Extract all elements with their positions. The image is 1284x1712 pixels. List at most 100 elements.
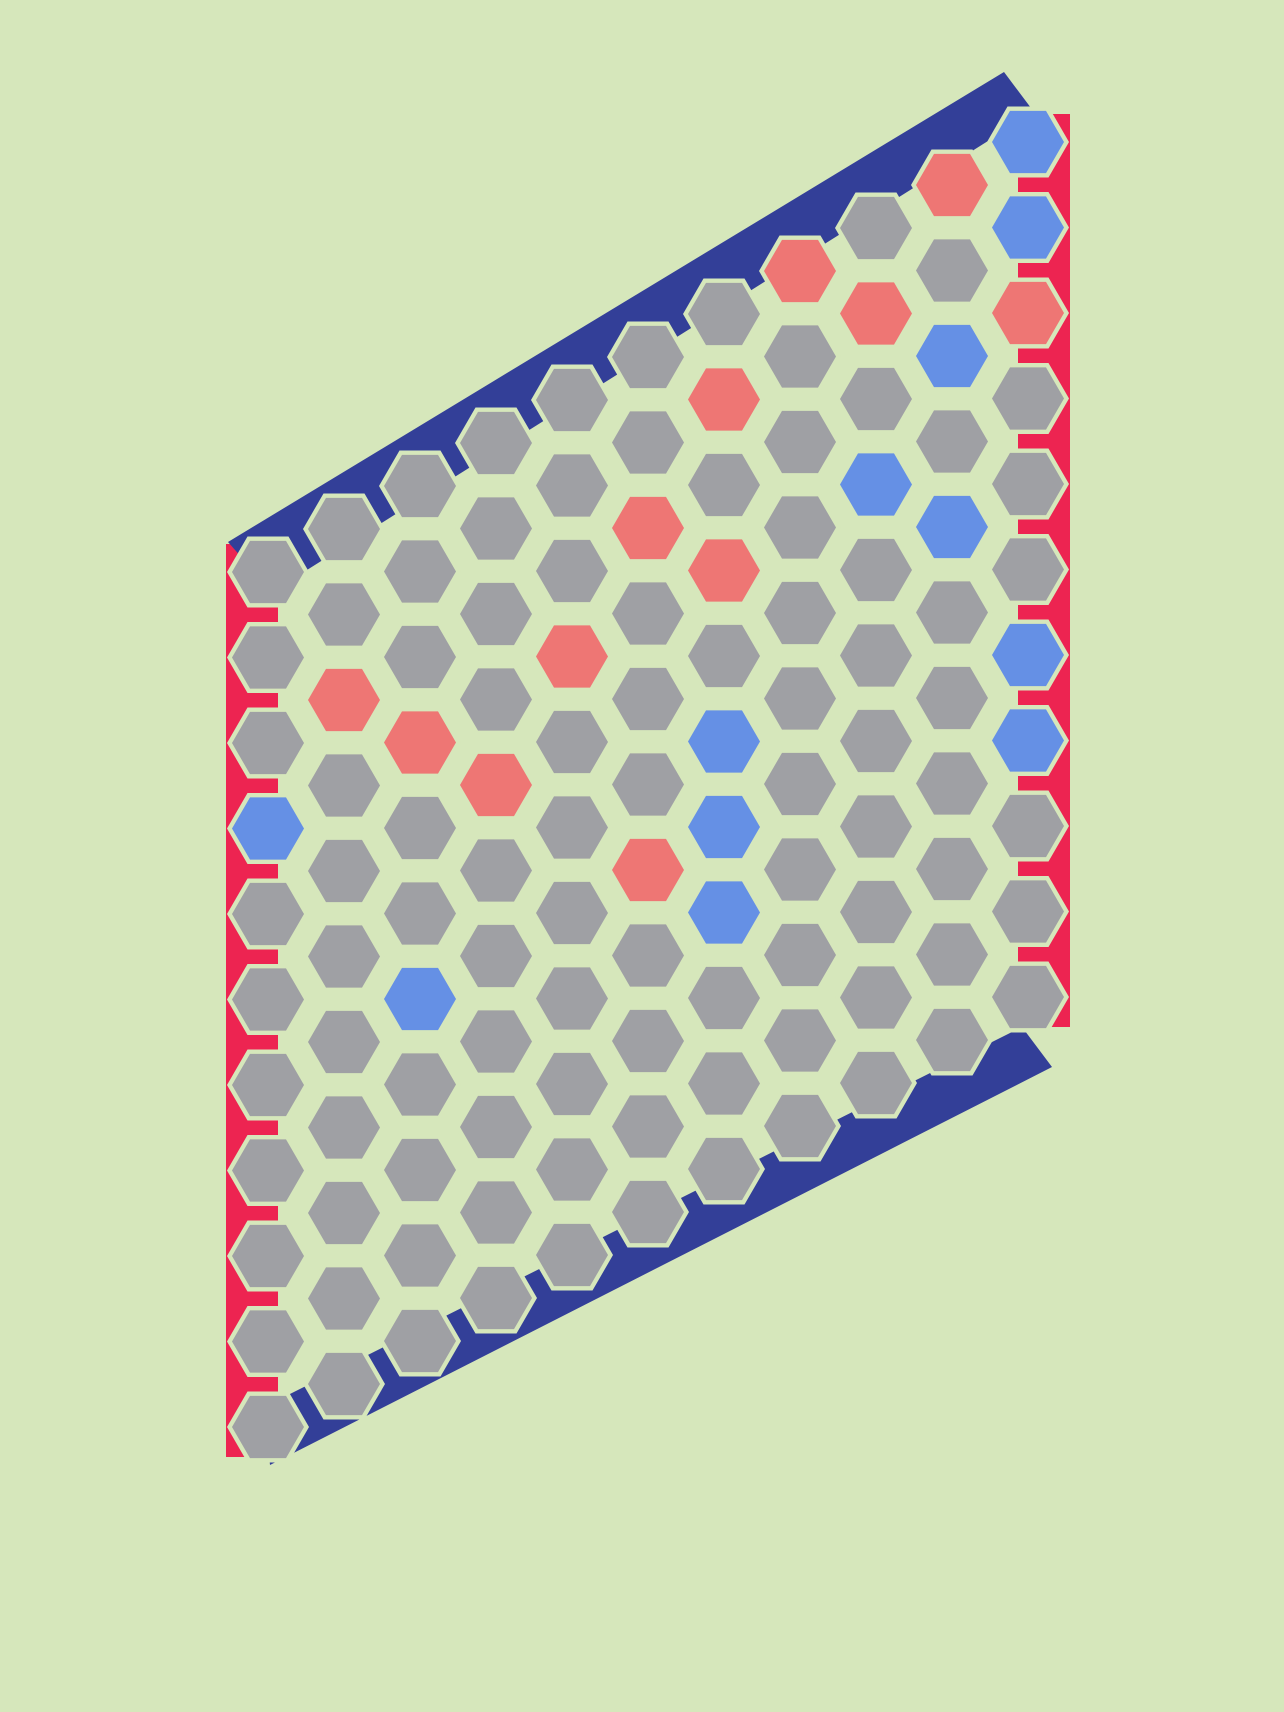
hex-cell-empty[interactable] [840,538,912,602]
hex-cell-blue-stone[interactable] [992,110,1064,174]
hex-cell-red-stone[interactable] [612,838,684,902]
hex-cell-empty[interactable] [232,626,304,689]
hex-cell-empty[interactable] [840,624,912,687]
hex-cell-empty[interactable] [764,410,836,474]
hex-cell-empty[interactable] [536,796,608,859]
hex-cell-empty[interactable] [764,752,836,816]
hex-cell-empty[interactable] [916,752,988,815]
hex-cell-red-stone[interactable] [688,368,760,431]
hex-cell-red-stone[interactable] [688,539,760,602]
hex-cell-empty[interactable] [232,1310,304,1373]
hex-cell-empty[interactable] [840,795,912,858]
hex-cell-empty[interactable] [536,539,608,603]
hex-cell-empty[interactable] [992,794,1064,858]
hex-cell-empty[interactable] [992,965,1064,1029]
hex-cell-empty[interactable] [232,882,304,946]
hex-cell-empty[interactable] [460,411,532,475]
hex-cell-empty[interactable] [688,1052,760,1115]
hex-cell-empty[interactable] [612,1180,684,1244]
hex-cell-empty[interactable] [688,1137,760,1201]
hex-cell-empty[interactable] [232,968,304,1031]
hex-cell-blue-stone[interactable] [916,495,988,559]
hex-cell-empty[interactable] [916,410,988,473]
hex-cell-empty[interactable] [232,540,304,604]
hex-cell-empty[interactable] [308,925,380,988]
hex-cell-empty[interactable] [612,753,684,816]
hex-cell-empty[interactable] [308,1010,380,1074]
hex-cell-empty[interactable] [916,581,988,644]
hex-cell-empty[interactable] [840,196,912,260]
hex-cell-empty[interactable] [232,1139,304,1202]
hex-cell-empty[interactable] [764,581,836,645]
hex-cell-empty[interactable] [992,452,1064,516]
hex-cell-empty[interactable] [840,966,912,1029]
hex-cell-red-stone[interactable] [308,668,380,732]
hex-cell-blue-stone[interactable] [688,881,760,944]
hex-cell-empty[interactable] [612,325,684,389]
hex-cell-empty[interactable] [460,497,532,560]
hex-cell-empty[interactable] [460,924,532,988]
hex-cell-empty[interactable] [612,582,684,645]
hex-cell-empty[interactable] [536,1223,608,1287]
hex-cell-empty[interactable] [384,625,456,689]
hex-cell-empty[interactable] [840,1051,912,1115]
hex-cell-empty[interactable] [612,411,684,474]
hex-cell-red-stone[interactable] [612,496,684,560]
hex-cell-empty[interactable] [460,1010,532,1073]
hex-cell-empty[interactable] [308,1096,380,1159]
hex-cell-empty[interactable] [384,1224,456,1287]
hex-cell-empty[interactable] [916,837,988,901]
hex-cell-empty[interactable] [384,1053,456,1116]
hex-cell-empty[interactable] [460,1266,532,1330]
hex-cell-empty[interactable] [916,666,988,730]
hex-cell-blue-stone[interactable] [840,453,912,516]
hex-cell-red-stone[interactable] [764,239,836,303]
hex-cell-empty[interactable] [232,1053,304,1117]
hex-cell-red-stone[interactable] [460,753,532,817]
hex-cell-empty[interactable] [308,1352,380,1416]
hex-cell-empty[interactable] [840,880,912,944]
hex-cell-empty[interactable] [764,1094,836,1158]
hex-cell-blue-stone[interactable] [688,710,760,773]
hex-cell-empty[interactable] [612,924,684,987]
hex-cell-empty[interactable] [308,839,380,903]
hex-cell-empty[interactable] [688,453,760,517]
hex-cell-blue-stone[interactable] [916,324,988,388]
hex-cell-empty[interactable] [536,710,608,774]
hex-cell-empty[interactable] [764,667,836,730]
hex-cell-blue-stone[interactable] [384,967,456,1031]
hex-cell-blue-stone[interactable] [688,795,760,859]
hex-cell-empty[interactable] [384,540,456,603]
hex-cell-empty[interactable] [536,454,608,517]
hex-cell-empty[interactable] [764,923,836,987]
hex-cell-empty[interactable] [384,454,456,518]
hex-cell-blue-stone[interactable] [992,623,1064,687]
hex-cell-blue-stone[interactable] [232,797,304,860]
hex-cell-empty[interactable] [688,966,760,1030]
hex-cell-blue-stone[interactable] [992,709,1064,772]
hex-cell-blue-stone[interactable] [992,196,1064,259]
hex-cell-empty[interactable] [384,1138,456,1202]
hex-cell-empty[interactable] [536,967,608,1030]
hex-cell-empty[interactable] [764,838,836,901]
hex-cell-empty[interactable] [612,1009,684,1073]
hex-cell-empty[interactable] [612,667,684,731]
hex-cell-red-stone[interactable] [384,711,456,774]
hex-cell-empty[interactable] [916,239,988,302]
hex-cell-empty[interactable] [232,711,304,775]
hex-cell-empty[interactable] [764,325,836,388]
hex-cell-empty[interactable] [232,1224,304,1288]
hex-cell-empty[interactable] [688,624,760,688]
hex-cell-empty[interactable] [308,497,380,561]
hex-cell-empty[interactable] [536,881,608,945]
hex-cell-empty[interactable] [612,1095,684,1158]
hex-cell-empty[interactable] [384,882,456,945]
hex-cell-empty[interactable] [536,1052,608,1116]
hex-cell-empty[interactable] [840,709,912,773]
hex-cell-empty[interactable] [916,1008,988,1072]
hex-cell-empty[interactable] [840,367,912,431]
hex-cell-empty[interactable] [308,1267,380,1330]
hex-cell-empty[interactable] [460,582,532,646]
hex-cell-empty[interactable] [308,583,380,646]
hex-cell-empty[interactable] [764,496,836,559]
